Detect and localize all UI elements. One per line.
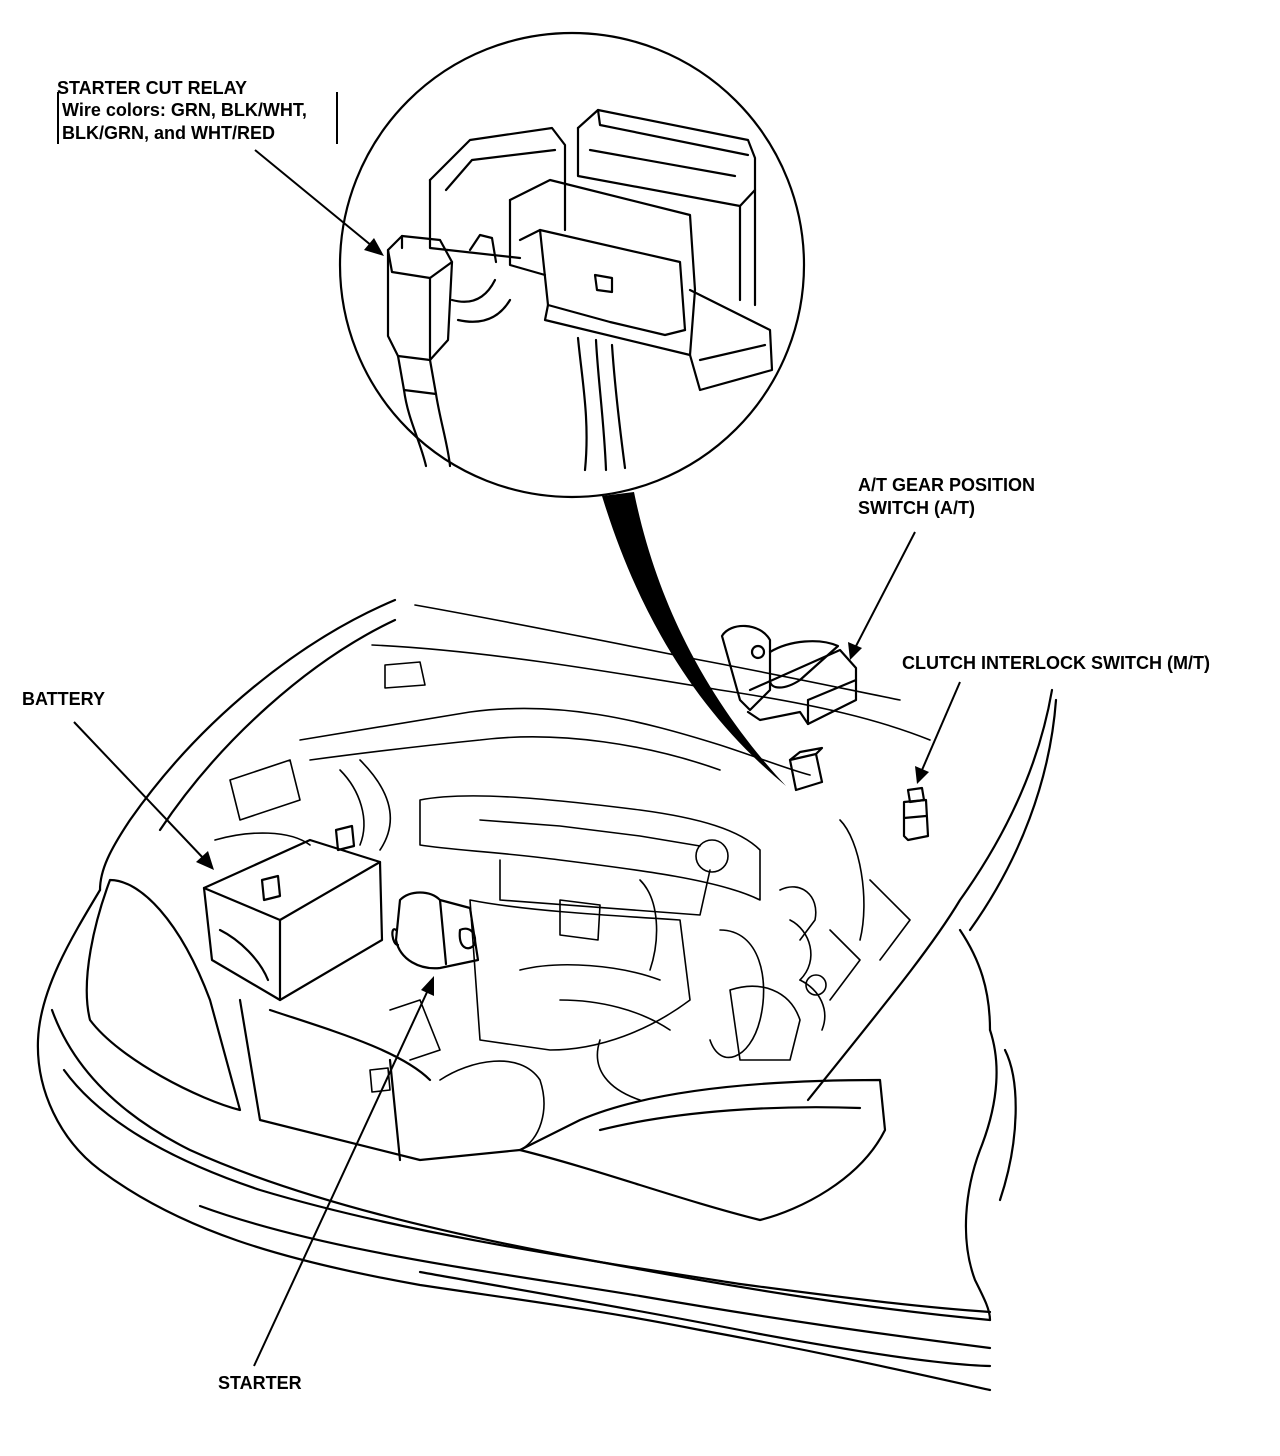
- starter-cut-relay-part: [386, 233, 512, 468]
- starter-cut-relay-wire-colors-line1: Wire colors: GRN, BLK/WHT,: [62, 100, 307, 120]
- starter-cut-relay-wire-colors-line2: BLK/GRN, and WHT/RED: [62, 123, 275, 143]
- clutch-interlock-switch-label: CLUTCH INTERLOCK SWITCH (M/T): [902, 653, 1210, 673]
- leader-lines: [73, 149, 961, 1367]
- at-gear-position-switch-label-line1: A/T GEAR POSITION: [858, 475, 1036, 495]
- at-gear-position-switch-part: [720, 624, 858, 792]
- relay-housing: [428, 126, 774, 392]
- car-body: [36, 598, 1058, 1392]
- battery-label: BATTERY: [22, 689, 105, 709]
- relay-harness: [576, 336, 627, 472]
- starter-label: STARTER: [218, 1373, 302, 1393]
- magnifier-wedge: [602, 492, 786, 786]
- engine-components: [214, 604, 931, 1151]
- at-gear-position-switch-label-line2: SWITCH (A/T): [858, 498, 975, 518]
- clutch-interlock-switch-part: [902, 786, 930, 842]
- relay-detail-circle: [338, 31, 806, 786]
- starter-cut-relay-label: STARTER CUT RELAY: [57, 78, 248, 98]
- starter-part: [391, 891, 480, 970]
- battery-part: [202, 824, 384, 1002]
- fuse-box-back: [576, 108, 757, 307]
- wire-colors-bracket: [57, 92, 338, 144]
